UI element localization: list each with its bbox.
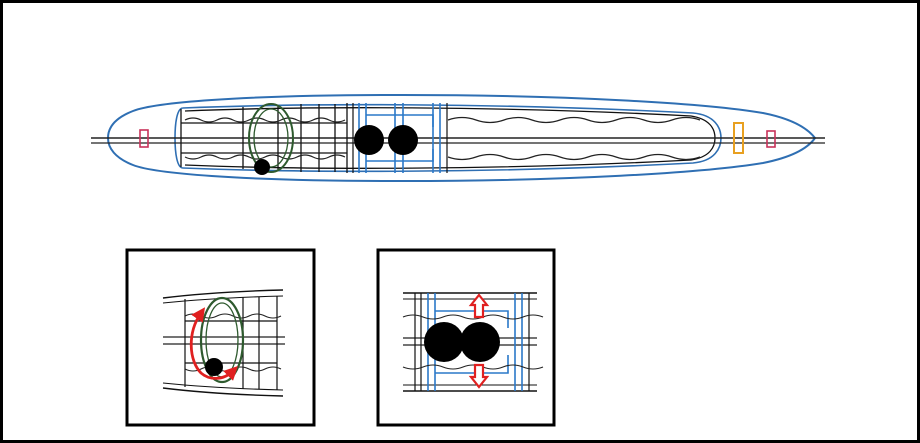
inset-masses-detail [376,248,556,427]
mid-frames-black [352,103,448,173]
rotation-arrow-icon [189,307,238,381]
mass-left [354,125,384,155]
inset-mass-right [460,322,500,362]
main-vehicle-view [91,93,825,183]
up-arrow-icon [468,293,490,319]
upper-cabling [184,116,701,124]
inset-ring-detail [125,248,316,427]
aft-frames [180,103,348,173]
diagram-canvas [91,93,825,427]
bow-sensor-orange [733,122,744,154]
outer-hull [106,93,817,183]
bow-sensor-pink [766,130,776,148]
inset-mass-left [424,322,464,362]
inner-hull [174,103,722,173]
ring-mass [254,159,270,175]
aft-sensor [139,129,149,148]
down-arrow-icon [468,363,490,389]
lower-cabling [184,153,701,161]
rotating-ring [248,103,294,173]
rotating-ring-inner [253,108,289,168]
inset-ring-mass [205,358,223,376]
mass-right [388,125,418,155]
